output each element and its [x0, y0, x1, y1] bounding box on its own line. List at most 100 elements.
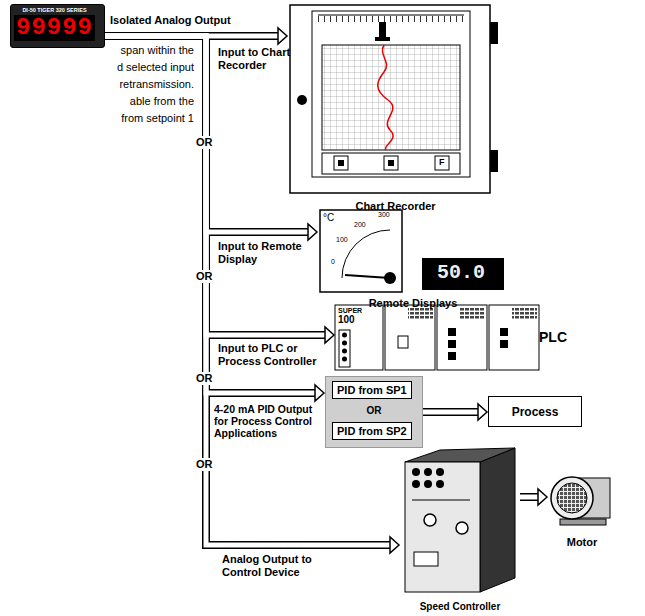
speed-controller-part: [412, 468, 420, 476]
speed-controller-part: [424, 480, 432, 488]
speed-controller-part: [405, 448, 515, 462]
chart-recorder-part: [384, 156, 398, 170]
chart-recorder-part: [318, 15, 464, 22]
or-label: OR: [194, 270, 215, 283]
dial-display-part: [422, 258, 504, 290]
node-text: Process: [512, 405, 559, 419]
or-label: OR: [194, 458, 215, 471]
node-text: Motor: [567, 536, 598, 548]
hollow-arrow-fill: [519, 495, 539, 500]
speed-controller-part: [480, 448, 515, 592]
plc-part: [489, 305, 539, 370]
speed-controller-part: [412, 480, 420, 488]
motor-part: [560, 519, 606, 525]
plc-part: [342, 341, 347, 346]
note-text: able from the: [100, 95, 194, 108]
arrowhead: [325, 327, 334, 343]
arrowheads: [278, 28, 547, 553]
chart-recorder-part: [379, 22, 386, 38]
arrowhead: [478, 404, 487, 420]
node-text: 99999: [14, 15, 95, 41]
scale-number: 300: [378, 211, 390, 219]
plc-part: [342, 349, 347, 354]
note-text: from setpoint 1: [100, 112, 194, 125]
note-text: span within the: [100, 44, 194, 57]
button-label: F: [439, 157, 445, 167]
speed-controller-part: [456, 522, 468, 534]
edge-label: Input to Remote Display: [218, 240, 312, 265]
chart-recorder-part: [490, 150, 498, 172]
plc-node: PLC: [335, 302, 567, 372]
motor-part: [557, 483, 587, 513]
scale-number: 0: [331, 258, 335, 266]
pid-band: OR PID from SP1PID from SP2: [325, 376, 423, 448]
output-label: Isolated Analog Output: [110, 14, 231, 27]
chart-recorder-part: [322, 45, 460, 150]
node-text: DI-50 TIGER 320 SERIES: [22, 7, 86, 13]
remote-displays-node: Remote Displays: [318, 205, 508, 310]
node-text: PID from SP2: [337, 425, 407, 437]
plc-part: [342, 357, 347, 362]
scale-number: 200: [354, 221, 366, 229]
plc: [335, 305, 539, 370]
chart-recorder-part: [388, 160, 394, 166]
speed-controller-part: [424, 468, 432, 476]
unit-label: °C: [323, 212, 334, 224]
node-text: OR: [326, 405, 422, 416]
note-text: d selected input: [100, 61, 194, 74]
node-text: PID from SP1: [337, 384, 407, 396]
plc-part: [385, 305, 435, 370]
plc-part: [408, 308, 433, 320]
panel-meter: DI-50 TIGER 320 SERIES 99999: [10, 4, 105, 48]
motor-part: [551, 477, 593, 519]
speed-controller-part: [412, 500, 470, 501]
node-text: Speed Controller: [420, 601, 501, 612]
node-text: Chart Recorder: [355, 200, 435, 212]
arrowhead: [308, 224, 317, 240]
plc-part: [448, 328, 456, 336]
dial-display-part: [342, 230, 390, 278]
speed-controller-part: [424, 514, 436, 526]
plc-part: [437, 305, 487, 370]
chart-recorder-part: [490, 22, 498, 44]
arrowhead: [538, 489, 547, 505]
note-text: retransmission.: [100, 78, 194, 91]
edge-label: 4-20 mA PID Output for Process Control A…: [214, 403, 322, 439]
arrowhead: [278, 28, 287, 44]
speed-controller-part: [436, 480, 444, 488]
plc-brand: SUPER: [338, 307, 362, 315]
speed-controller-part: [414, 552, 438, 566]
plc-part: [342, 333, 347, 338]
arrowhead: [315, 385, 324, 401]
speed-controller-part: [405, 462, 480, 592]
chart-recorder-part: [435, 156, 449, 170]
plc-part: [398, 336, 408, 348]
plc-part: [335, 305, 383, 370]
chart-recorder-part: [322, 153, 460, 174]
plc-part: [448, 352, 456, 360]
plc-part: [512, 308, 537, 320]
speed-controller-part: [436, 468, 444, 476]
chart-recorder-part: [290, 5, 490, 193]
or-label: OR: [194, 136, 215, 149]
or-label: OR: [194, 372, 215, 385]
plc-part: [460, 308, 485, 320]
edge-label: Input to PLC or Process Controller: [218, 342, 330, 367]
pid-box: PID from SP1: [332, 381, 412, 399]
dial-display-part: [345, 275, 390, 278]
chart-recorder-part: [378, 45, 393, 150]
hollow-arrow-fill: [422, 410, 479, 415]
plc-part: [448, 340, 456, 348]
plc-part: [339, 330, 350, 367]
speed-controller: [405, 448, 515, 592]
chart-recorder-part: [338, 160, 344, 166]
chart-recorder-part: [334, 156, 348, 170]
display-value: 50.0: [437, 261, 485, 284]
plc-part: [500, 340, 508, 348]
chart-recorder-part: [297, 95, 307, 105]
scale-number: 100: [336, 236, 348, 244]
process-box: Process: [488, 396, 582, 427]
motor: [551, 477, 610, 525]
